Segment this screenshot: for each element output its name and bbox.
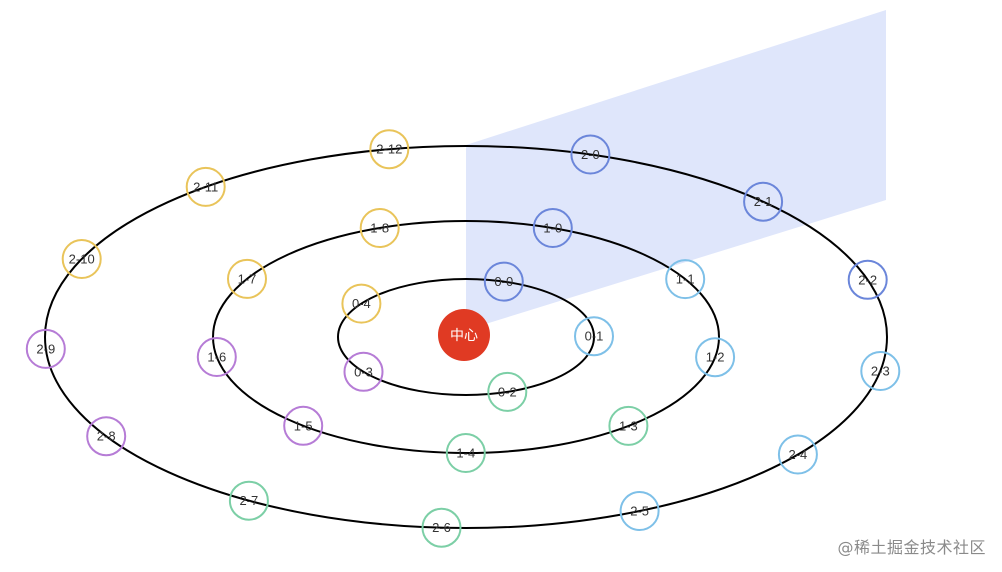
node-label: 2-4 <box>789 447 808 462</box>
node-1-6[interactable]: 1-6 <box>196 337 237 377</box>
node-circle <box>860 351 901 391</box>
node-circle <box>227 258 267 299</box>
node-label: 1-1 <box>676 272 695 287</box>
nodes: 0-0 0-1 0-2 0-3 0-4 1-0 1-1 1-2 1-3 1-4 1-5 1-6 1-7 1… <box>25 129 901 548</box>
node-label: 1-7 <box>238 271 257 286</box>
rings <box>44 145 888 529</box>
center-circle <box>438 309 490 361</box>
node-label: 2-12 <box>376 142 402 157</box>
node-circle <box>619 491 660 531</box>
node-circle <box>341 283 382 324</box>
node-label: 1-5 <box>294 418 313 433</box>
node-circle <box>574 316 614 357</box>
node-circle <box>777 434 818 475</box>
node-label: 0-4 <box>352 296 371 311</box>
node-2-3[interactable]: 2-3 <box>860 351 901 391</box>
ring-0 <box>337 278 595 396</box>
node-0-2[interactable]: 0-2 <box>487 371 528 412</box>
node-1-8[interactable]: 1-8 <box>359 208 400 248</box>
node-2-7[interactable]: 2-7 <box>228 480 269 521</box>
node-circle <box>359 208 400 248</box>
node-1-5[interactable]: 1-5 <box>283 405 324 446</box>
node-label: 2-0 <box>581 147 600 162</box>
node-circle <box>86 416 127 457</box>
node-label: 2-8 <box>97 429 116 444</box>
watermark: @稀土掘金技术社区 <box>837 538 986 557</box>
node-circle <box>665 259 706 300</box>
node-label: 2-5 <box>630 504 649 519</box>
node-label: 2-11 <box>193 179 218 194</box>
node-label: 2-1 <box>754 194 773 209</box>
node-label: 1-3 <box>619 418 638 433</box>
node-2-2[interactable]: 2-2 <box>847 259 888 300</box>
node-0-3[interactable]: 0-3 <box>343 351 384 392</box>
node-circle <box>695 337 736 378</box>
node-circle <box>185 166 226 207</box>
node-label: 0-3 <box>354 364 373 379</box>
node-label: 2-7 <box>240 493 259 508</box>
node-circle <box>25 328 66 369</box>
node-circle <box>421 507 462 548</box>
node-2-1[interactable]: 2-1 <box>743 181 784 222</box>
node-0-4[interactable]: 0-4 <box>341 283 382 324</box>
ring-1 <box>212 220 720 454</box>
node-circle <box>228 480 269 521</box>
node-1-7[interactable]: 1-7 <box>227 258 267 299</box>
node-1-2[interactable]: 1-2 <box>695 337 736 378</box>
node-2-5[interactable]: 2-5 <box>619 491 660 531</box>
node-2-4[interactable]: 2-4 <box>777 434 818 475</box>
node-0-1[interactable]: 0-1 <box>574 316 614 357</box>
node-circle <box>743 181 784 222</box>
node-circle <box>483 261 524 302</box>
center-label: 中心 <box>450 328 478 344</box>
ring-2 <box>44 145 888 529</box>
highlight-sector <box>466 10 886 330</box>
node-label: 2-10 <box>69 252 95 267</box>
node-1-0[interactable]: 1-0 <box>532 208 573 248</box>
node-2-10[interactable]: 2-10 <box>61 239 102 279</box>
node-label: 2-9 <box>36 341 55 356</box>
node-label: 0-2 <box>498 384 517 399</box>
node-2-9[interactable]: 2-9 <box>25 328 66 369</box>
node-circle <box>487 371 528 412</box>
node-circle <box>343 351 384 392</box>
center-node[interactable]: 中心 <box>438 309 490 361</box>
node-label: 2-3 <box>871 364 890 379</box>
node-2-11[interactable]: 2-11 <box>185 166 226 207</box>
node-circle <box>196 337 237 377</box>
node-2-0[interactable]: 2-0 <box>570 134 611 175</box>
node-1-3[interactable]: 1-3 <box>608 405 649 446</box>
node-label: 0-0 <box>494 274 513 289</box>
node-circle <box>570 134 611 175</box>
node-2-6[interactable]: 2-6 <box>421 507 462 548</box>
node-label: 0-1 <box>585 329 604 344</box>
node-label: 2-6 <box>432 520 451 535</box>
node-label: 1-0 <box>543 221 562 236</box>
node-label: 1-2 <box>706 350 725 365</box>
node-0-0[interactable]: 0-0 <box>483 261 524 302</box>
node-circle <box>847 259 888 300</box>
node-2-12[interactable]: 2-12 <box>369 129 410 170</box>
node-circle <box>61 239 102 279</box>
node-circle <box>445 433 486 473</box>
node-circle <box>532 208 573 248</box>
node-circle <box>608 405 649 446</box>
node-label: 1-4 <box>456 446 475 461</box>
node-label: 1-6 <box>207 350 226 365</box>
node-circle <box>283 405 324 446</box>
node-1-4[interactable]: 1-4 <box>445 433 486 473</box>
node-label: 2-2 <box>858 272 877 287</box>
node-circle <box>369 129 410 170</box>
node-2-8[interactable]: 2-8 <box>86 416 127 457</box>
node-label: 1-8 <box>370 221 389 236</box>
node-1-1[interactable]: 1-1 <box>665 259 706 300</box>
